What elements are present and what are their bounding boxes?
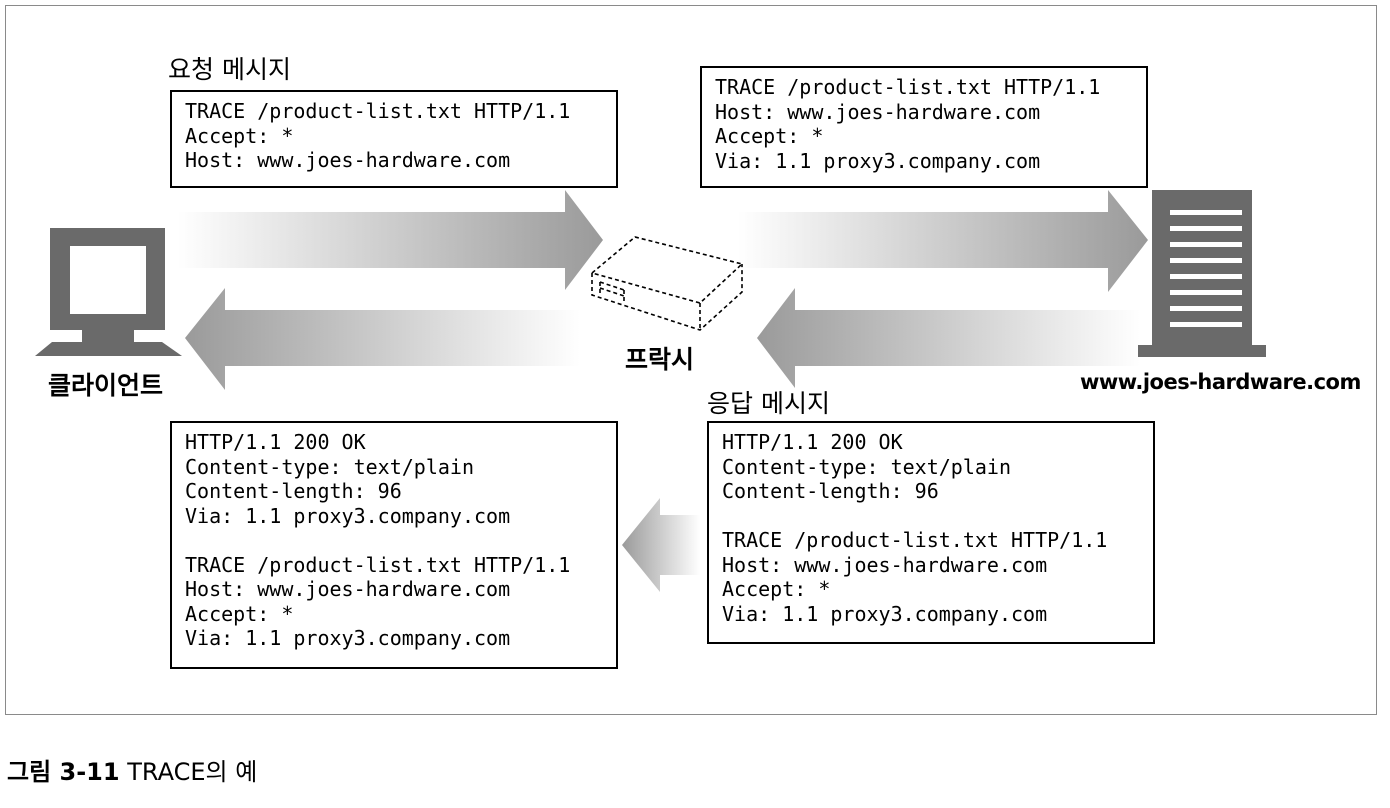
proxy-device-icon (590, 236, 744, 331)
message-line: Accept: * (715, 124, 824, 148)
message-line: Host: www.joes-hardware.com (715, 99, 1041, 124)
message-line: Accept: * (185, 601, 294, 626)
server-label: www.joes-hardware.com (1080, 370, 1361, 394)
message-line: Via: 1.1 proxy3.company.com (722, 601, 1048, 626)
figure-frame (5, 5, 1377, 715)
server-icon (1138, 190, 1266, 357)
request-arrow-proxy-to-server (738, 190, 1148, 292)
message-line: Via: 1.1 proxy3.company.com (715, 148, 1041, 173)
message-line: Host: www.joes-hardware.com (185, 148, 511, 172)
request-message-box: TRACE /product-list.txt HTTP/1.1 Accept:… (170, 90, 618, 188)
figure-caption: 그림 3-11 TRACE의 예 (7, 752, 257, 787)
forwarded-request-box: TRACE /product-list.txt HTTP/1.1 Host: w… (700, 66, 1148, 188)
message-line: HTTP/1.1 200 OK (185, 430, 366, 454)
message-line: Content-type: text/plain (722, 454, 1011, 479)
message-line (185, 528, 616, 553)
response-arrow-server-to-proxy (757, 288, 1140, 388)
message-line: Content-length: 96 (185, 479, 402, 503)
client-response-box: HTTP/1.1 200 OK Content-type: text/plain… (170, 421, 618, 669)
message-line (722, 504, 1153, 529)
message-line: Via: 1.1 proxy3.company.com (185, 626, 511, 650)
figure-number: 그림 3-11 (7, 758, 120, 786)
message-line: TRACE /product-list.txt HTTP/1.1 (185, 99, 571, 123)
message-line: TRACE /product-list.txt HTTP/1.1 (715, 75, 1101, 99)
response-message-label: 응답 메시지 (707, 389, 830, 418)
response-arrow-to-client-box (622, 498, 700, 592)
message-line: Content-length: 96 (722, 479, 939, 503)
message-line: Host: www.joes-hardware.com (185, 577, 511, 601)
message-line: HTTP/1.1 200 OK (722, 430, 903, 454)
client-label: 클라이언트 (48, 371, 164, 400)
proxy-label: 프락시 (625, 345, 695, 374)
message-line: Accept: * (722, 577, 831, 601)
request-message-label: 요청 메시지 (168, 55, 291, 84)
client-computer-icon (35, 228, 182, 356)
message-line: Via: 1.1 proxy3.company.com (185, 503, 511, 528)
request-arrow-client-to-proxy (178, 190, 603, 290)
message-line: TRACE /product-list.txt HTTP/1.1 (722, 528, 1108, 552)
response-arrow-proxy-to-client (185, 288, 580, 390)
message-line: Host: www.joes-hardware.com (722, 552, 1048, 577)
message-line: TRACE /product-list.txt HTTP/1.1 (185, 552, 571, 577)
message-line: Content-type: text/plain (185, 454, 474, 479)
message-line: Accept: * (185, 123, 294, 148)
figure-title: TRACE의 예 (127, 758, 258, 786)
server-response-box: HTTP/1.1 200 OK Content-type: text/plain… (707, 421, 1155, 644)
